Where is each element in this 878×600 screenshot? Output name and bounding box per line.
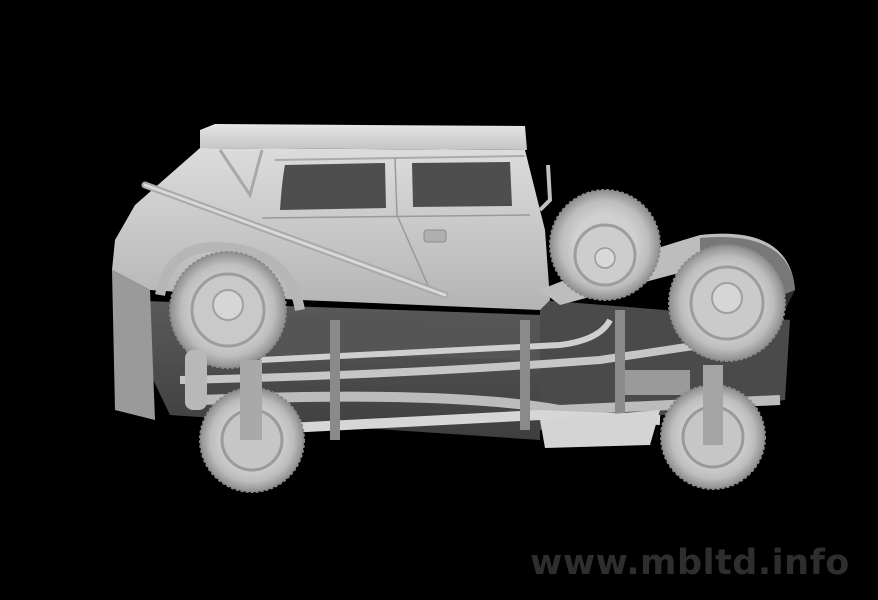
rear-lower-wheel [199,360,305,493]
front-upper-wheel [668,244,786,362]
rear-upper-wheel [169,251,287,369]
watermark-text: www.mbltd.info [530,543,850,583]
front-lower-wheel [660,365,766,490]
spare-wheel [549,189,661,301]
rear-shock-absorber [185,350,207,410]
